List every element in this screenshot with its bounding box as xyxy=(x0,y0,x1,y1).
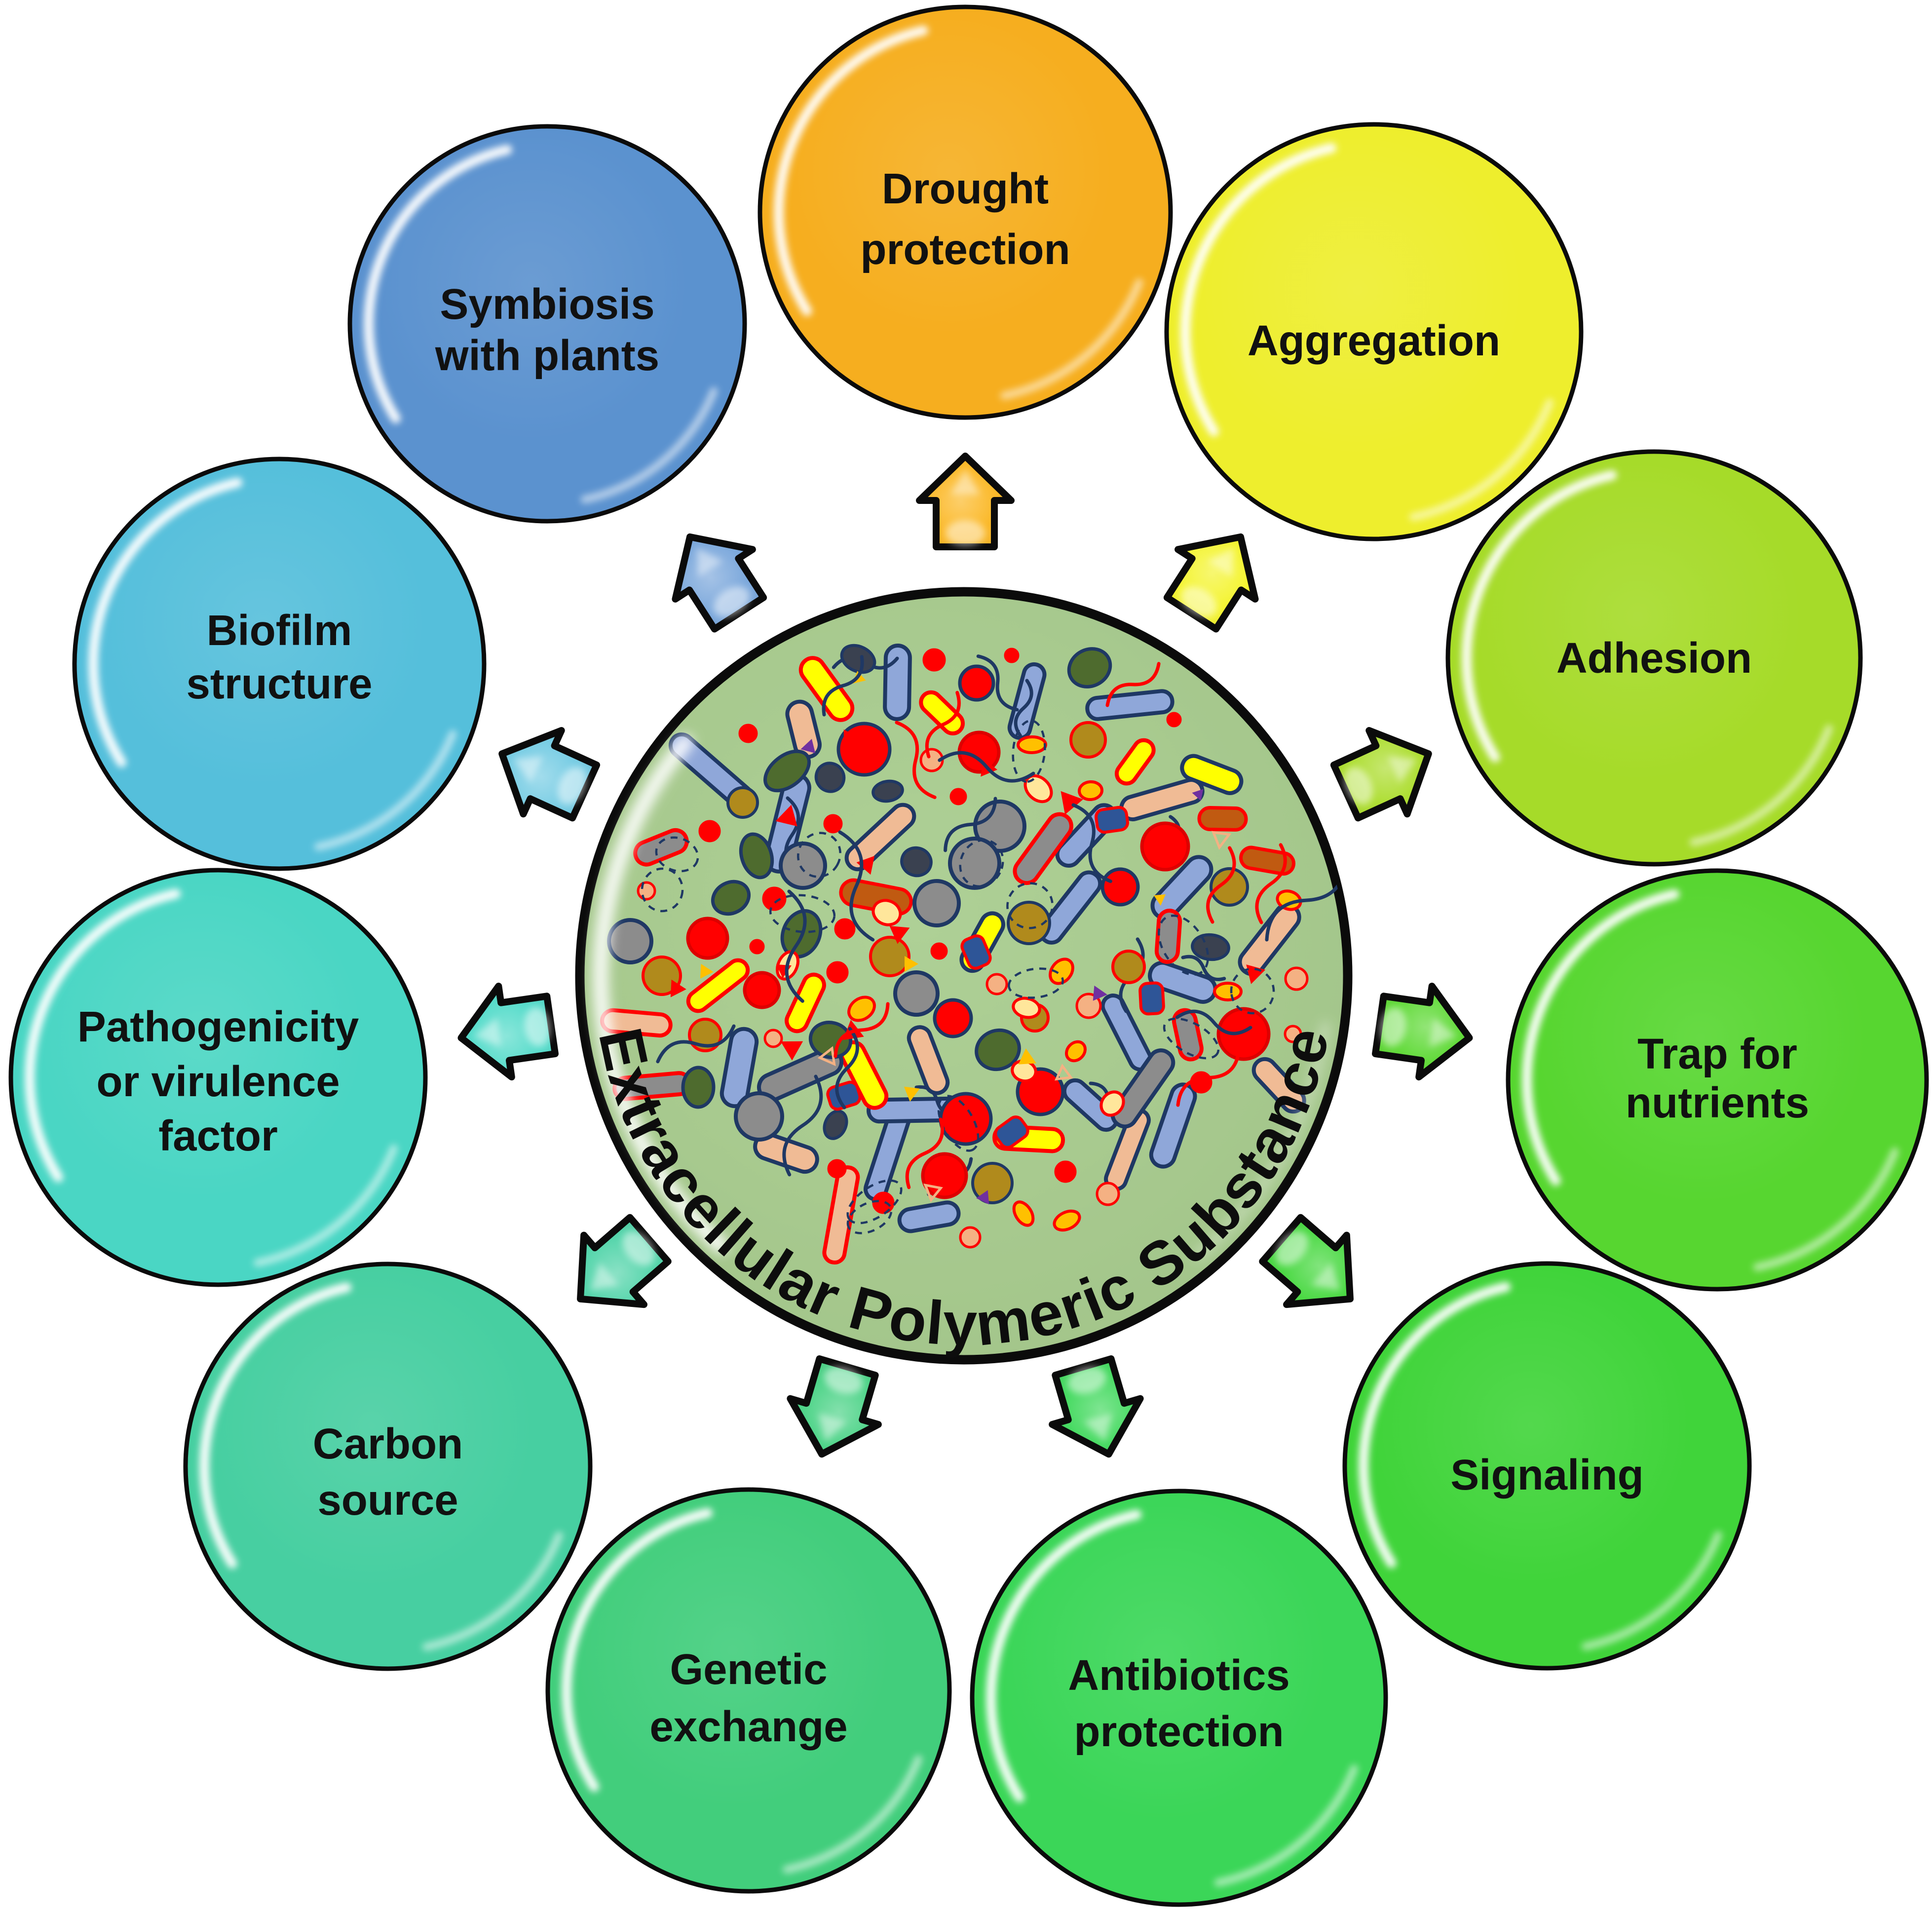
svg-text:Adhesion: Adhesion xyxy=(1556,634,1752,682)
svg-text:Signaling: Signaling xyxy=(1450,1451,1644,1499)
svg-text:y: y xyxy=(943,1290,977,1359)
svg-text:m: m xyxy=(972,1285,1034,1359)
svg-text:Aggregation: Aggregation xyxy=(1248,317,1500,365)
